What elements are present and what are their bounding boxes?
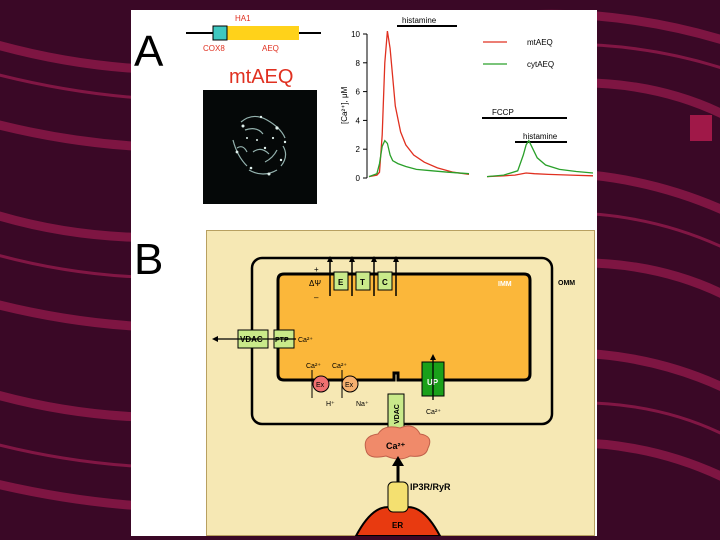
fccp-label: FCCP [492, 108, 514, 117]
mitochondria-diagram-panel: OMM IMM + ΔΨ – E T C VDAC [206, 230, 595, 536]
series-mt-1 [368, 30, 470, 178]
legend-label-mt: mtAEQ [527, 38, 553, 47]
panel-a-label: A [134, 27, 164, 76]
y-tick-label: 2 [356, 145, 361, 154]
y-tick-label: 0 [356, 174, 361, 183]
micrograph-title: mtAEQ [229, 66, 294, 88]
uniporter-arrow-head [430, 354, 436, 360]
ip3r-channel [387, 481, 409, 513]
vdac-bottom-label: VDAC [394, 404, 401, 424]
calcium-chart: 0 2 4 6 8 10 [Ca²⁺], μM histamine FCCP histam… [340, 16, 594, 183]
series-cyt-1 [368, 139, 470, 178]
complex-c-label: C [382, 278, 388, 287]
exchanger-ca-label-2: Ca²⁺ [332, 363, 347, 370]
complex-t [355, 271, 371, 291]
histamine-label-1: histamine [402, 16, 437, 25]
complex-e-label: E [338, 278, 344, 287]
electron-transport-chain: E T C [327, 256, 399, 296]
legend-label-cyt: cytAEQ [527, 60, 554, 69]
y-tick-label: 6 [356, 88, 361, 97]
exchanger-h-label: Ex [316, 382, 325, 389]
cox8-segment [212, 25, 228, 41]
y-ticks: 0 2 4 6 8 10 [351, 30, 367, 183]
mitochondria-diagram: OMM IMM + ΔΨ – E T C VDAC [206, 230, 595, 536]
na-plus-label: Na⁺ [356, 401, 369, 408]
omm-label: OMM [558, 280, 575, 287]
cloud-ca-label: Ca²⁺ [386, 441, 406, 451]
uniporter-ca-label: Ca²⁺ [426, 409, 441, 416]
gene-construct: HA1 COX8 AEQ [186, 14, 321, 53]
ptp-label: PTP [275, 337, 289, 344]
mitochondria-micrograph [203, 90, 317, 204]
efflux-arrow-head [212, 336, 218, 342]
channel-label: IP3R/RyR [410, 482, 451, 492]
y-tick-label: 8 [356, 59, 361, 68]
inner-membrane-matrix [276, 272, 532, 382]
complex-c [377, 271, 393, 291]
h-plus-label: H⁺ [326, 401, 335, 408]
complex-e [333, 271, 349, 291]
panel-b-label: B [134, 235, 164, 284]
etc-arrow-4-head [393, 256, 399, 262]
aeq-segment [227, 26, 299, 40]
er-label: ER [392, 521, 403, 530]
psi-minus-label: – [314, 293, 319, 302]
series-cyt-2 [486, 139, 594, 178]
y-tick-label: 4 [356, 116, 361, 125]
figure-slide: A B HA1 COX8 AEQ mtAEQ [131, 10, 597, 536]
exchanger-ca-label-1: Ca²⁺ [306, 363, 321, 370]
y-tick-label: 10 [351, 30, 360, 39]
ptp-ca-label: Ca²⁺ [298, 337, 313, 344]
y-axis-label: [Ca²⁺], μM [340, 86, 349, 124]
histamine-label-2: histamine [523, 132, 558, 141]
gene-label-aeq: AEQ [262, 44, 279, 53]
psi-label: ΔΨ [309, 279, 321, 288]
gene-label-ha1: HA1 [235, 14, 251, 23]
complex-t-label: T [360, 278, 365, 287]
calcium-cloud [364, 425, 431, 460]
series-lines [368, 30, 594, 178]
micrograph-texture [232, 115, 287, 176]
etc-arrow-2-head [349, 256, 355, 262]
etc-arrow-1-head [327, 256, 333, 262]
exchanger-h [312, 375, 330, 393]
psi-plus-label: + [314, 265, 319, 274]
series-mt-2 [486, 172, 594, 178]
imm-label: IMM [498, 281, 512, 288]
etc-arrow-3-head [371, 256, 377, 262]
gene-label-cox8: COX8 [203, 44, 225, 53]
slide-decoration [690, 115, 712, 141]
release-arrow-head [392, 456, 404, 466]
exchanger-na-label: Ex [345, 382, 354, 389]
